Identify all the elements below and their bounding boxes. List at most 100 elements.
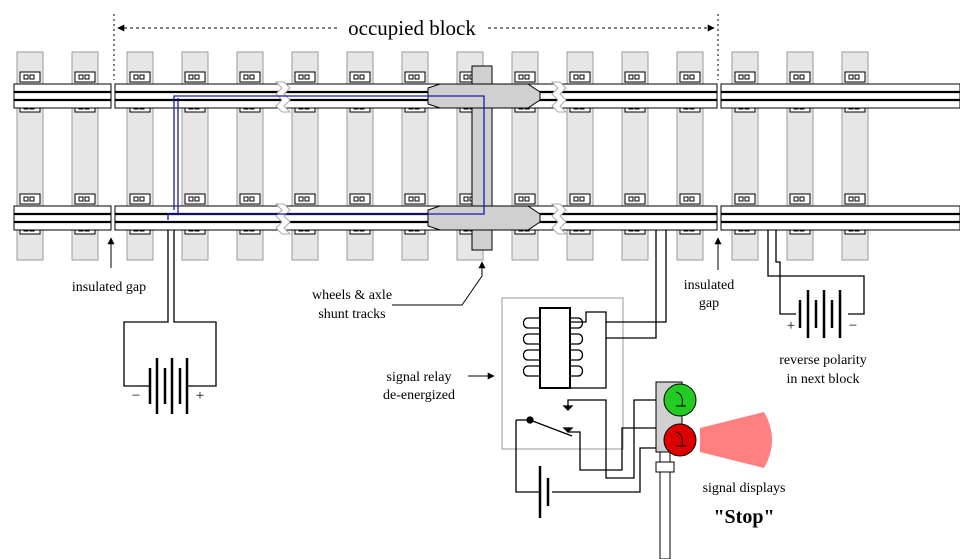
left-battery-circuit (123, 230, 217, 387)
reverse-polarity-label-1: reverse polarity (779, 353, 866, 368)
spike (188, 74, 194, 80)
top-rail-next-block (720, 83, 960, 109)
right-battery-circuit (767, 230, 865, 315)
bottom-rail-occupied-block (114, 205, 718, 231)
spike (249, 74, 255, 80)
right-battery-minus: − (849, 318, 857, 334)
spike (249, 196, 255, 202)
spike (579, 74, 585, 80)
spike (23, 74, 29, 80)
wheels-label-1: wheels & axle (312, 288, 392, 303)
spike (463, 196, 469, 202)
spike (139, 74, 145, 80)
green-lamp (663, 383, 697, 417)
bottom-rail-next-block (720, 205, 960, 231)
spike (84, 196, 90, 202)
bottom-rail-left-block (13, 205, 112, 231)
spike (793, 74, 799, 80)
relay-track-wires (606, 230, 667, 339)
spike (353, 74, 359, 80)
relay-label-1: signal relay (387, 370, 452, 385)
spike (579, 196, 585, 202)
spike (744, 74, 750, 80)
spike (304, 74, 310, 80)
spike (628, 196, 634, 202)
spike (29, 74, 35, 80)
wheels-label-arrow (392, 261, 486, 306)
spike (689, 196, 695, 202)
spike (524, 74, 530, 80)
spike (408, 74, 414, 80)
spike (518, 196, 524, 202)
spike (854, 74, 860, 80)
rail-break-marks (274, 81, 568, 235)
spike (194, 196, 200, 202)
spike (634, 196, 640, 202)
relay-battery (538, 466, 550, 518)
relay-box (501, 297, 624, 450)
bottom-wheel (427, 205, 541, 231)
spike (524, 196, 530, 202)
spike (573, 74, 579, 80)
spike (304, 196, 310, 202)
spike (188, 196, 194, 202)
spike (799, 196, 805, 202)
red-lamp-glyph (675, 431, 686, 447)
axle (471, 65, 493, 251)
spike (793, 196, 799, 202)
spike (408, 196, 414, 202)
spike (139, 196, 145, 202)
relay-contacts (515, 399, 656, 493)
spike (29, 196, 35, 202)
occupied-block-label: occupied block (348, 16, 476, 40)
spike (353, 196, 359, 202)
spike (78, 74, 84, 80)
red-lamp (663, 423, 697, 457)
spike (848, 196, 854, 202)
spike (23, 196, 29, 202)
spike (848, 74, 854, 80)
insulated-gap-left-label: insulated gap (72, 280, 146, 295)
green-lamp-glyph (675, 391, 686, 407)
spike (683, 74, 689, 80)
relay-label-2: de-energized (383, 388, 455, 403)
spike (744, 196, 750, 202)
spike (573, 196, 579, 202)
signal-label-2: "Stop" (713, 506, 774, 528)
insulated-gap-right-label-1: insulated (684, 278, 735, 293)
spike (518, 74, 524, 80)
spike (689, 74, 695, 80)
spike (634, 74, 640, 80)
spike (683, 196, 689, 202)
spike (298, 196, 304, 202)
right-battery (798, 290, 842, 338)
signal-label-1: signal displays (703, 481, 786, 496)
left-battery (148, 358, 189, 414)
top-rail-left-block (13, 83, 112, 109)
spike (738, 196, 744, 202)
relay-coil (522, 307, 607, 389)
reverse-polarity-label-2: in next block (786, 372, 859, 387)
spike (243, 74, 249, 80)
spike (359, 196, 365, 202)
spike (78, 196, 84, 202)
spike (133, 196, 139, 202)
spike (133, 74, 139, 80)
spike (194, 74, 200, 80)
wheelset (427, 65, 541, 251)
spike (414, 196, 420, 202)
wheels-label-2: shunt tracks (318, 307, 385, 322)
left-battery-plus: + (196, 388, 204, 404)
spike (463, 74, 469, 80)
spike (298, 74, 304, 80)
spike (799, 74, 805, 80)
occupied-block-marker (113, 14, 719, 80)
red-light-beam (700, 412, 772, 468)
right-battery-plus: + (787, 318, 795, 334)
spike (84, 74, 90, 80)
spike (414, 74, 420, 80)
left-battery-minus: − (132, 388, 140, 404)
spike (359, 74, 365, 80)
insulated-gap-right-label-2: gap (699, 296, 719, 311)
